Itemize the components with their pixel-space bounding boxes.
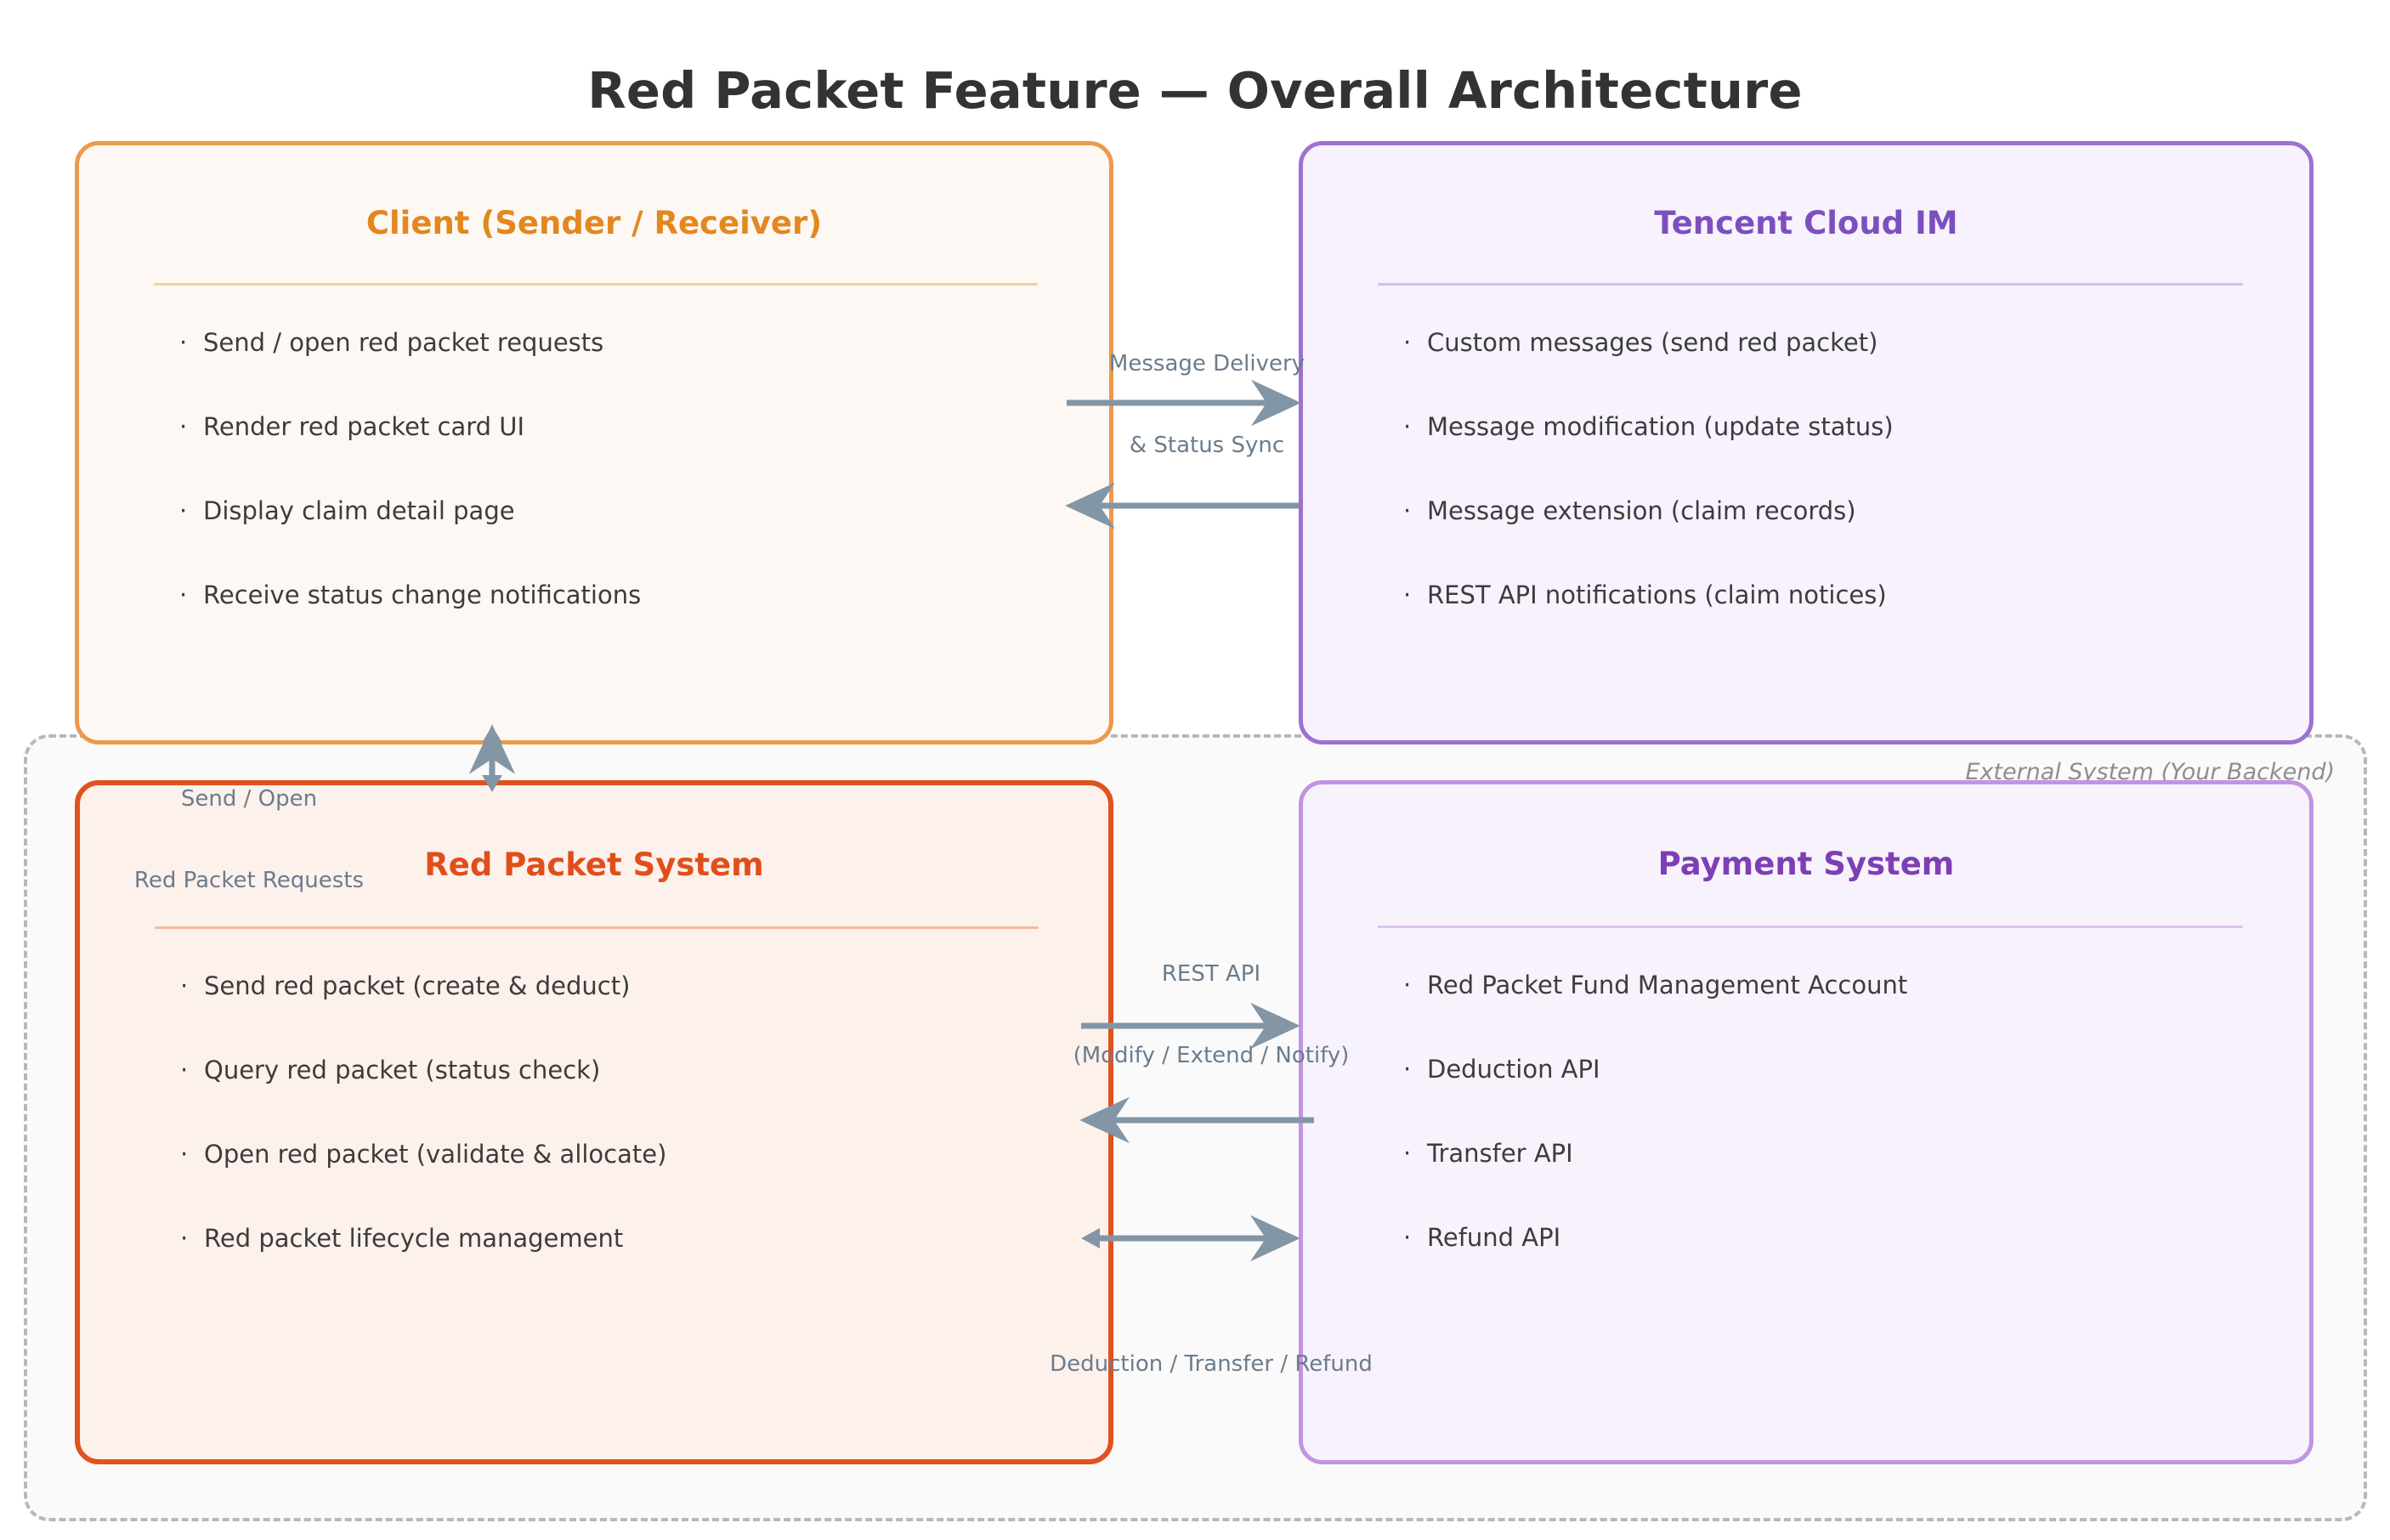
bullet-icon: · bbox=[180, 971, 189, 1000]
list-item: · Send red packet (create & deduct) bbox=[180, 974, 666, 999]
bullet-icon: · bbox=[1403, 496, 1412, 525]
list-item-label: Send red packet (create & deduct) bbox=[204, 971, 631, 1000]
bullet-icon: · bbox=[180, 1140, 189, 1169]
bullet-icon: · bbox=[1403, 580, 1412, 609]
page-title: Red Packet Feature — Overall Architectur… bbox=[587, 61, 1803, 120]
list-item-label: Transfer API bbox=[1427, 1139, 1573, 1168]
node-rps-list: · Send red packet (create & deduct) · Quer… bbox=[180, 974, 666, 1311]
connector-client-im-arrows bbox=[1065, 379, 1301, 529]
bullet-icon: · bbox=[1403, 412, 1412, 441]
node-im-title: Tencent Cloud IM bbox=[1654, 205, 1958, 241]
list-item-label: Send / open red packet requests bbox=[203, 328, 604, 357]
list-item: · Receive status change notifications bbox=[179, 583, 641, 608]
list-item: · Render red packet card UI bbox=[179, 415, 641, 439]
list-item: · Query red packet (status check) bbox=[180, 1058, 666, 1083]
list-item-label: Custom messages (send red packet) bbox=[1427, 328, 1878, 357]
node-client-list: · Send / open red packet requests · Render… bbox=[179, 331, 641, 667]
list-item: · REST API notifications (claim notices) bbox=[1403, 583, 1894, 608]
connector-client-im-label-line1: Message Delivery bbox=[1108, 351, 1305, 377]
bullet-icon: · bbox=[1403, 971, 1412, 999]
bullet-icon: · bbox=[179, 496, 188, 525]
connector-rps-payment-bottom-line1: Deduction / Transfer / Refund bbox=[1050, 1351, 1373, 1378]
node-payment-system[interactable]: Payment System · Red Packet Fund Manageme… bbox=[1299, 780, 2314, 1464]
list-item: · Custom messages (send red packet) bbox=[1403, 331, 1894, 355]
list-item: · Deduction API bbox=[1403, 1057, 1907, 1082]
connector-client-rps-arrow bbox=[468, 724, 516, 792]
list-item: · Message extension (claim records) bbox=[1403, 499, 1894, 524]
node-client[interactable]: Client (Sender / Receiver) · Send / open … bbox=[75, 141, 1113, 745]
bullet-icon: · bbox=[1403, 328, 1412, 357]
node-payment-divider bbox=[1378, 926, 2243, 928]
connector-rps-payment-arrows bbox=[1079, 1002, 1314, 1262]
list-item-label: Refund API bbox=[1427, 1223, 1561, 1252]
connector-rps-payment-top-line1: REST API bbox=[1161, 961, 1261, 988]
node-client-title: Client (Sender / Receiver) bbox=[365, 205, 823, 241]
list-item: · Display claim detail page bbox=[179, 499, 641, 524]
bullet-icon: · bbox=[1403, 1223, 1412, 1252]
bullet-icon: · bbox=[1403, 1139, 1412, 1168]
bullet-icon: · bbox=[1403, 1055, 1412, 1084]
connector-rps-payment-bottom-label: Deduction / Transfer / Refund bbox=[1045, 1298, 1377, 1433]
list-item-label: Display claim detail page bbox=[203, 496, 515, 525]
connector-client-rps-label-line2: Red Packet Requests bbox=[133, 867, 365, 893]
list-item-label: Open red packet (validate & allocate) bbox=[204, 1140, 667, 1169]
connector-rps-payment-top-line2: (Modify / Extend / Notify) bbox=[1073, 1042, 1350, 1068]
list-item-label: Deduction API bbox=[1427, 1055, 1600, 1084]
list-item-label: REST API notifications (claim notices) bbox=[1427, 580, 1887, 609]
connector-client-rps-label: Send / Open Red Packet Requests bbox=[126, 733, 372, 948]
connector-rps-payment-top-label: REST API (Modify / Extend / Notify) bbox=[1054, 908, 1368, 1124]
node-payment-list: · Red Packet Fund Management Account · Ded… bbox=[1403, 973, 1907, 1310]
list-item: · Red packet lifecycle management bbox=[180, 1226, 666, 1251]
node-payment-title: Payment System bbox=[1657, 846, 1955, 882]
node-red-packet-system[interactable]: Red Packet System · Send red packet (crea… bbox=[75, 780, 1113, 1464]
list-item-label: Receive status change notifications bbox=[203, 580, 642, 609]
bullet-icon: · bbox=[179, 412, 188, 441]
list-item-label: Message modification (update status) bbox=[1427, 412, 1894, 441]
bullet-icon: · bbox=[180, 1224, 189, 1253]
list-item: · Refund API bbox=[1403, 1226, 1907, 1250]
bullet-icon: · bbox=[180, 1056, 189, 1084]
list-item: · Red Packet Fund Management Account bbox=[1403, 973, 1907, 998]
list-item-label: Query red packet (status check) bbox=[204, 1056, 601, 1084]
list-item: · Message modification (update status) bbox=[1403, 415, 1894, 439]
list-item-label: Red Packet Fund Management Account bbox=[1427, 971, 1908, 999]
connector-client-rps-label-line1: Send / Open bbox=[180, 786, 318, 812]
bullet-icon: · bbox=[179, 580, 188, 609]
connector-client-im-label-line2: & Status Sync bbox=[1129, 432, 1285, 458]
bullet-icon: · bbox=[179, 328, 188, 357]
list-item-label: Message extension (claim records) bbox=[1427, 496, 1856, 525]
node-rps-divider bbox=[155, 926, 1039, 929]
node-im-list: · Custom messages (send red packet) · Mess… bbox=[1403, 331, 1894, 667]
list-item-label: Render red packet card UI bbox=[203, 412, 525, 441]
list-item: · Open red packet (validate & allocate) bbox=[180, 1142, 666, 1167]
list-item: · Send / open red packet requests bbox=[179, 331, 641, 355]
node-tencent-cloud-im[interactable]: Tencent Cloud IM · Custom messages (send … bbox=[1299, 141, 2314, 745]
list-item: · Transfer API bbox=[1403, 1141, 1907, 1166]
list-item-label: Red packet lifecycle management bbox=[204, 1224, 624, 1253]
node-im-divider bbox=[1378, 283, 2243, 286]
node-rps-title: Red Packet System bbox=[424, 846, 764, 883]
node-client-divider bbox=[154, 283, 1038, 286]
connector-client-im-label: Message Delivery & Status Sync bbox=[1084, 297, 1330, 513]
